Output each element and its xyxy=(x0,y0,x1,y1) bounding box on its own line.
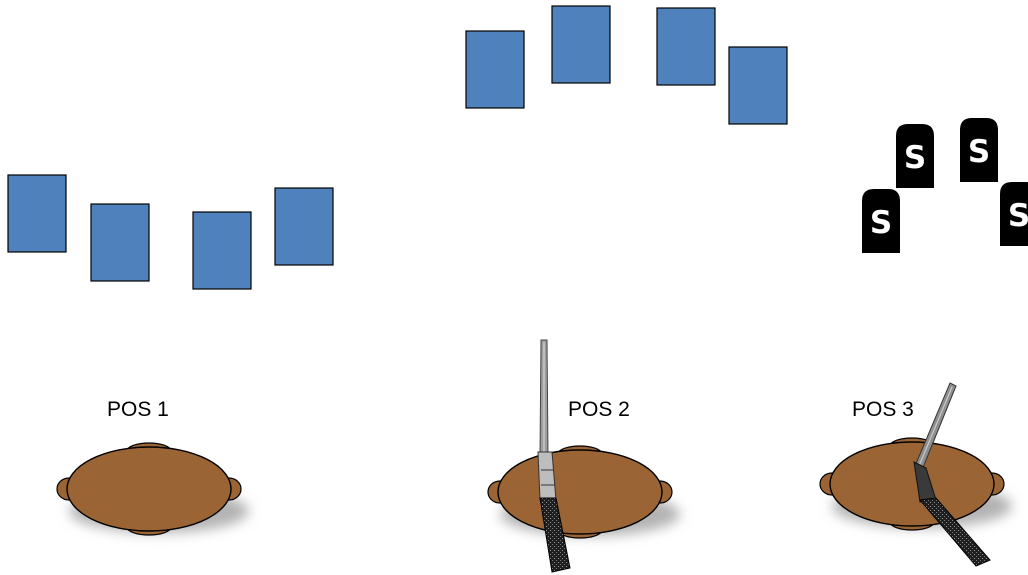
blue-card-target-icon xyxy=(192,211,252,290)
tombstone-target-icon: S xyxy=(896,124,934,188)
blue-card-target-icon xyxy=(551,5,611,84)
tombstone-target-icon: S xyxy=(960,118,998,182)
blue-card-target-icon xyxy=(656,7,716,86)
target-group-pos3: S S S S xyxy=(862,118,1028,253)
blue-card-target-icon xyxy=(90,203,150,282)
blue-card-target-icon xyxy=(7,174,67,253)
blue-card-target-icon xyxy=(728,46,788,125)
tombstone-letter: S xyxy=(968,134,990,170)
blue-card-target-icon xyxy=(274,187,334,266)
round-table-icon xyxy=(819,437,1012,531)
rifle-icon xyxy=(537,339,571,573)
blue-card-target-icon xyxy=(465,30,525,109)
target-group-pos1 xyxy=(7,174,334,290)
pos-1-label: POS 1 xyxy=(107,398,169,421)
round-table-icon xyxy=(487,445,680,539)
round-table-icon xyxy=(56,442,249,536)
tombstone-target-icon: S xyxy=(1000,182,1028,246)
tombstone-letter: S xyxy=(1008,198,1028,234)
pos-2-label: POS 2 xyxy=(568,398,630,421)
pos-3-label: POS 3 xyxy=(852,398,914,421)
target-group-pos2 xyxy=(465,5,788,125)
tombstone-target-icon: S xyxy=(862,189,900,253)
rifle-icon xyxy=(913,382,991,567)
tombstone-letter: S xyxy=(870,205,892,241)
tombstone-letter: S xyxy=(904,140,926,176)
